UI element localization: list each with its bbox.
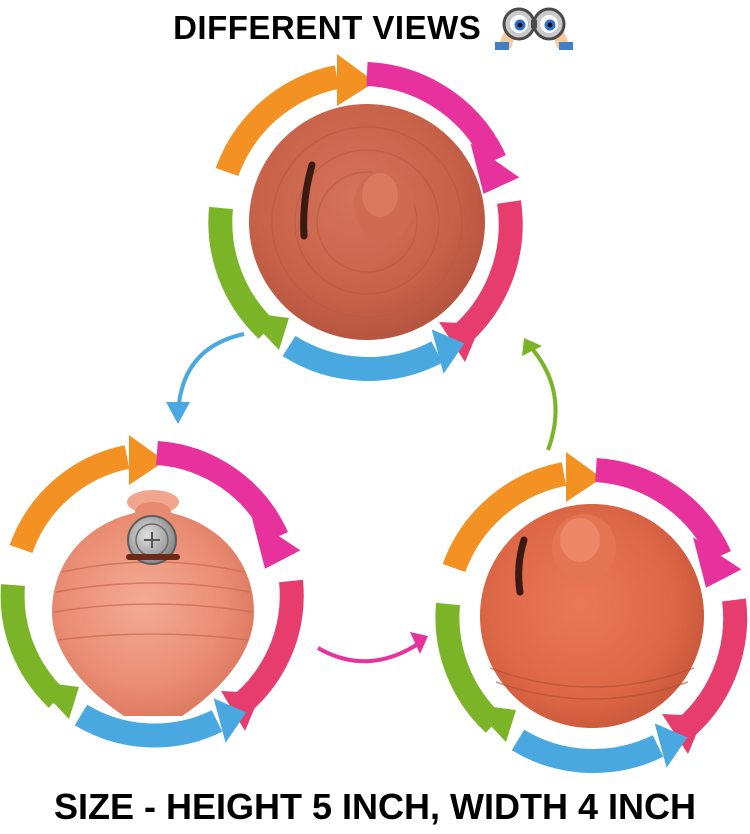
page-title: DIFFERENT VIEWS: [0, 6, 750, 50]
connector-arrow-icon: [166, 332, 245, 424]
side-view: [435, 452, 748, 774]
connector-arrow-icon: [317, 632, 428, 664]
cycle-arrows-icon: [0, 435, 304, 748]
connector-arrow-icon: [522, 338, 558, 451]
cycle-arrows-icon: [435, 452, 748, 774]
title-text: DIFFERENT VIEWS: [173, 9, 482, 46]
top-view: [208, 54, 523, 381]
cycle-arrows-icon: [208, 54, 523, 381]
binoculars-icon: [494, 7, 573, 50]
size-caption: SIZE - HEIGHT 5 INCH, WIDTH 4 INCH: [53, 786, 697, 827]
front-view: [0, 435, 304, 748]
coin-icon: [127, 515, 177, 565]
